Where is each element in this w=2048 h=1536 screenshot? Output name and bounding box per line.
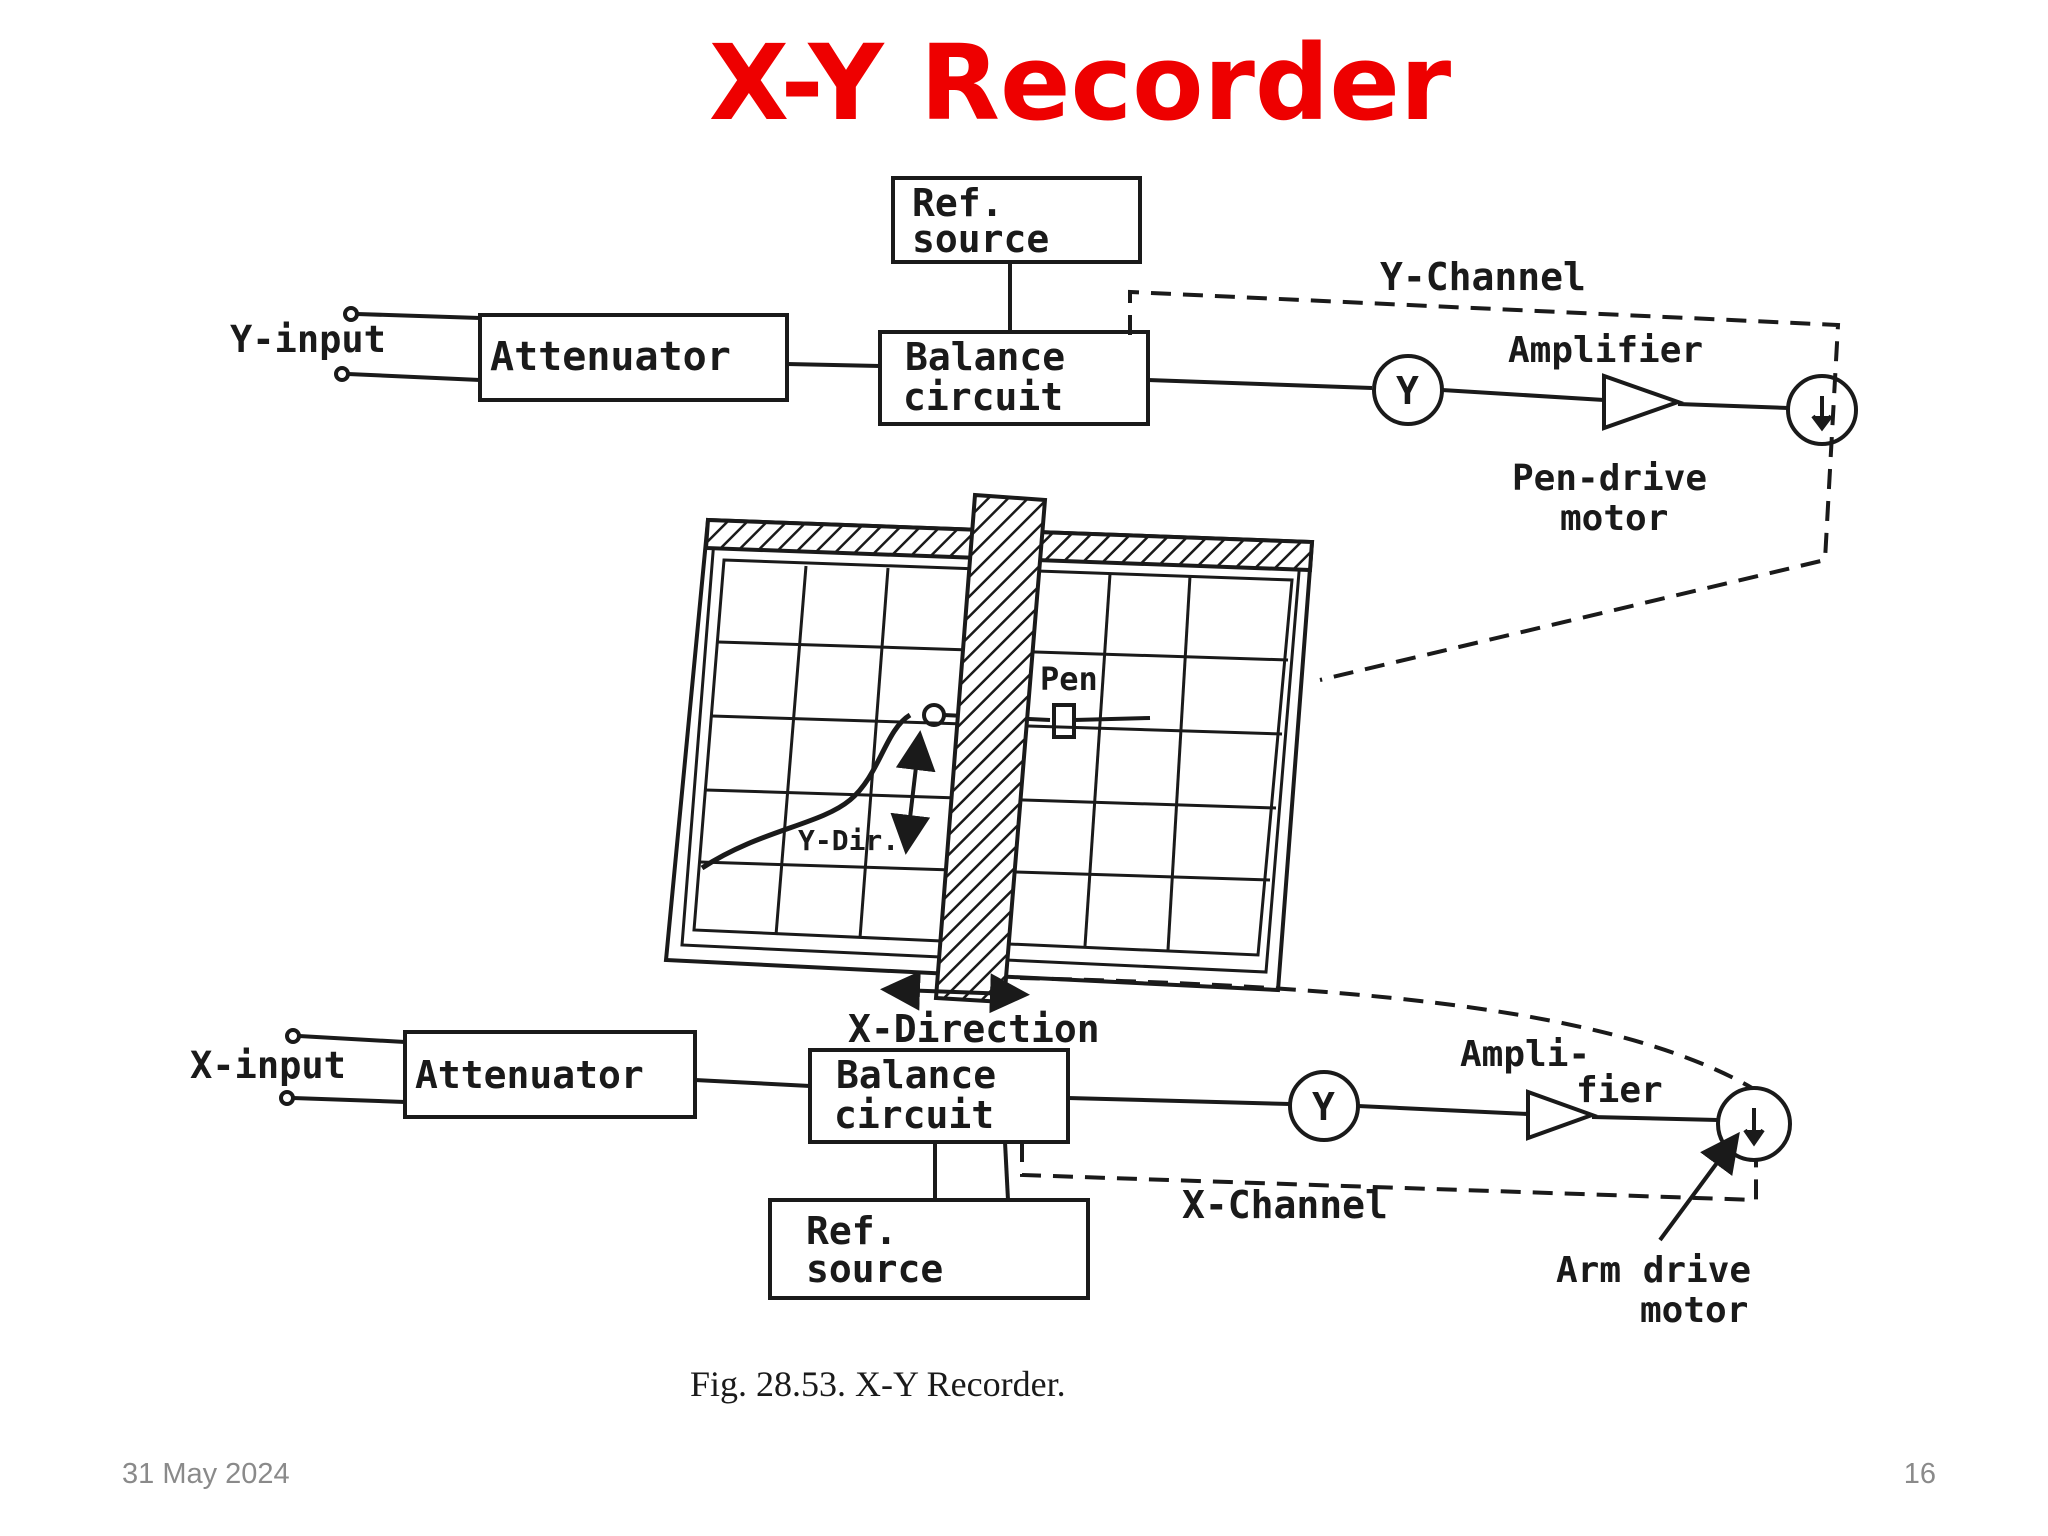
x-input-label: X-input [190, 1044, 346, 1087]
x-balance-label-1: Balance [836, 1053, 996, 1097]
y-dir-arrow [890, 730, 936, 855]
slide-number: 16 [1903, 1458, 1936, 1490]
y-attenuator-box [478, 313, 789, 402]
y-ref-label-2: source [912, 217, 1049, 261]
x-ref-label-2: source [806, 1247, 943, 1291]
x-channel-label: X-Channel [1182, 1183, 1388, 1227]
x-amplifier-label-1: Ampli- [1460, 1034, 1590, 1075]
y-balance-label-2: circuit [903, 375, 1063, 419]
y-dir-label: Y-Dir. [798, 824, 899, 857]
y-ref-box [891, 176, 1142, 264]
x-direction-arrow [880, 970, 1030, 1014]
slide-date: 31 May 2024 [122, 1458, 290, 1490]
y-input-label: Y-input [230, 318, 386, 361]
x-amplifier-triangle [1526, 1089, 1598, 1141]
y-detector-label: Y [1396, 369, 1419, 413]
y-channel-label: Y-Channel [1380, 255, 1586, 299]
slide-title: X-Y Recorder [708, 22, 1452, 144]
y-amplifier-label: Amplifier [1508, 330, 1703, 371]
y-balance-label-1: Balance [905, 335, 1065, 379]
x-balance-label-2: circuit [834, 1093, 994, 1137]
x-motor-label-1: Arm drive [1556, 1250, 1751, 1291]
y-input-terminals [334, 306, 481, 382]
x-feedback-path [1019, 976, 1758, 1203]
moving-arm [933, 492, 1048, 1005]
x-detector-label: Y [1312, 1085, 1335, 1129]
y-amplifier-triangle [1602, 373, 1685, 431]
y-motor-label-1: Pen-drive [1512, 458, 1707, 499]
x-direction-label: X-Direction [848, 1007, 1100, 1051]
x-amplifier-label-2: fier [1576, 1070, 1663, 1111]
x-ref-label-1: Ref. [806, 1209, 898, 1253]
x-input-terminals [279, 1028, 406, 1106]
y-pen-drive-motor-icon [1786, 374, 1858, 446]
y-ref-label-1: Ref. [912, 181, 1004, 225]
figure-caption: Fig. 28.53. X-Y Recorder. [690, 1364, 1066, 1404]
y-balance-box [878, 330, 1150, 426]
x-motor-label-2: motor [1640, 1290, 1748, 1331]
x-attenuator-label: Attenuator [415, 1053, 644, 1097]
y-attenuator-label: Attenuator [490, 334, 731, 380]
x-ref-box [768, 1198, 1090, 1300]
pen-holder [1052, 703, 1076, 739]
x-attenuator-box [403, 1030, 697, 1119]
xy-recorder-diagram: Y-input Attenuator Balance circuit Ref. … [190, 176, 1858, 1404]
y-feedback-path [1128, 289, 1841, 682]
y-motor-label-2: motor [1560, 498, 1668, 539]
pen-label: Pen [1040, 660, 1098, 698]
x-balance-box [808, 1048, 1070, 1144]
plotted-curve [700, 712, 912, 871]
